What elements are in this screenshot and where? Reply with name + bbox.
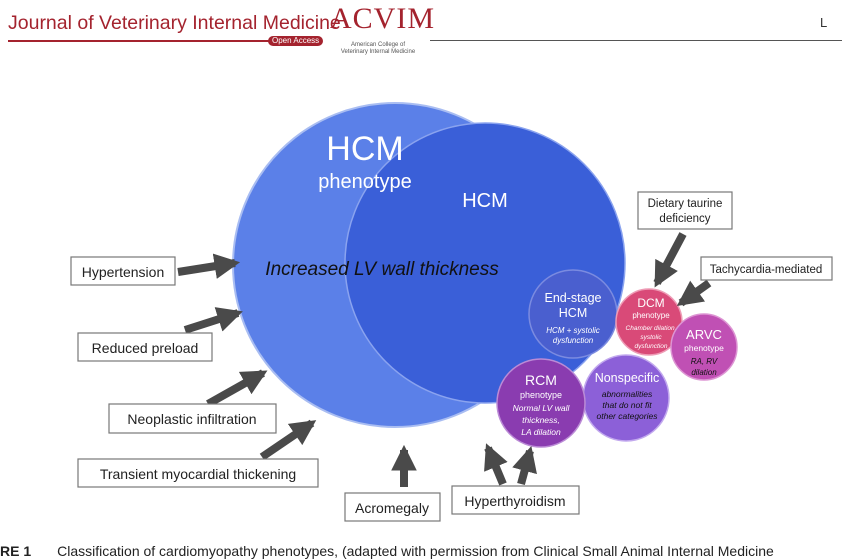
header-rule <box>8 40 320 42</box>
neoplastic-label: Neoplastic infiltration <box>127 411 256 427</box>
dcm-note-3: dysfunction <box>635 343 668 350</box>
transient-label: Transient myocardial thickening <box>100 466 296 482</box>
arrow-neoplastic <box>206 369 268 408</box>
hcm-inner-title: HCM <box>462 190 508 212</box>
increased-lv-wall-text: Increased LV wall thickness <box>265 259 499 280</box>
hyperthyroidism-label: Hyperthyroidism <box>464 493 565 509</box>
journal-title: Journal of Veterinary Internal Medicine <box>8 12 341 34</box>
arrow-transient <box>259 419 317 461</box>
taurine-label-1: Dietary taurine <box>648 198 723 210</box>
neoplastic-box <box>108 403 277 434</box>
figure-caption: RE 1 Classification of cardiomyopathy phe… <box>0 543 842 559</box>
running-head: L <box>820 15 828 30</box>
end-stage-title-2: HCM <box>559 306 587 320</box>
dcm-title: DCM <box>637 296 664 310</box>
tachycardia-box <box>700 256 833 281</box>
acvim-logo-subtitle: American College of Veterinary Internal … <box>334 42 422 56</box>
acromegaly-label: Acromegaly <box>355 500 429 516</box>
taurine-box <box>637 191 733 230</box>
end-stage-note-1: HCM + systolic <box>546 326 600 335</box>
dcm-note-2: systolic <box>640 334 662 341</box>
reduced-preload-box <box>77 332 213 362</box>
figure-label: RE 1 <box>0 543 32 559</box>
nonspecific-note-3: other categories <box>597 411 659 421</box>
nonspecific-note-1: abnormalities <box>602 389 653 399</box>
end-stage-note-2: dysfunction <box>553 336 594 345</box>
cause-arrows <box>177 232 712 487</box>
hcm-phenotype-title: HCM <box>326 130 403 168</box>
rcm-title: RCM <box>525 372 557 388</box>
arrow-tachycardia <box>676 279 712 307</box>
open-access-badge: Open Access <box>268 36 324 46</box>
rcm-phenotype-circle <box>496 358 586 448</box>
rcm-note-1: Normal LV wall <box>513 403 571 413</box>
arrow-hyperthyroid-1 <box>484 443 508 486</box>
acvim-logo: ACVIM <box>330 2 436 35</box>
hyperthyroidism-box <box>451 485 580 515</box>
arrow-hyperthyroid-2 <box>512 446 537 486</box>
arvc-note-2: dilation <box>691 368 717 377</box>
hcm-phenotype-subtitle: phenotype <box>318 171 411 193</box>
taurine-label-2: deficiency <box>659 213 710 225</box>
arrow-reduced-preload <box>183 307 243 334</box>
tachycardia-label: Tachycardia-mediated <box>710 264 823 276</box>
nonspecific-title: Nonspecific <box>595 371 660 385</box>
rcm-note-2: thickness, <box>522 415 560 425</box>
arrow-taurine <box>653 232 687 288</box>
transient-box <box>77 458 319 488</box>
page-header: Journal of Veterinary Internal Medicine … <box>0 0 842 55</box>
hypertension-box <box>70 256 176 286</box>
end-stage-title-1: End-stage <box>545 291 602 305</box>
acvim-sub-line-1: American College of <box>350 42 406 48</box>
dcm-note-1: Chamber dilation, <box>626 325 677 332</box>
header-rule-right <box>430 40 842 41</box>
arvc-note-1: RA, RV <box>691 357 718 366</box>
acromegaly-box <box>344 492 441 522</box>
rcm-note-3: LA dilation <box>521 427 561 437</box>
acvim-sub-line-2: Veterinary Internal Medicine <box>340 49 416 55</box>
rcm-subtitle: phenotype <box>520 390 562 400</box>
arvc-subtitle: phenotype <box>684 343 724 353</box>
arvc-phenotype-circle <box>670 313 738 381</box>
arrow-hypertension <box>177 253 241 279</box>
dcm-subtitle: phenotype <box>632 311 670 320</box>
hypertension-label: Hypertension <box>82 264 165 280</box>
caption-text: Classification of cardiomyopathy phenoty… <box>57 543 774 559</box>
arvc-title: ARVC <box>686 327 722 342</box>
reduced-preload-label: Reduced preload <box>92 340 199 356</box>
nonspecific-note-2: that do not fit <box>602 400 652 410</box>
